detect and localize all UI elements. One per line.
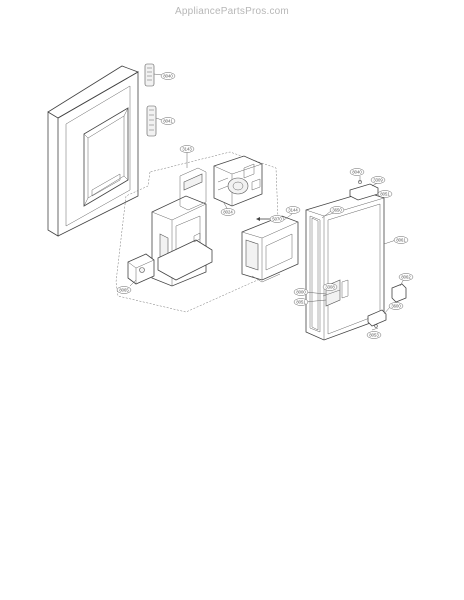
callout-8040b: 8040 <box>349 168 365 176</box>
svg-text:8040: 8040 <box>352 170 362 175</box>
callout-3144: 3144 <box>285 206 301 214</box>
auger-motor-assembly <box>213 155 263 207</box>
svg-text:8065: 8065 <box>119 288 129 293</box>
callout-3309: 3309 <box>370 176 386 184</box>
callout-8051: 8051 <box>293 298 309 306</box>
callout-8053: 8053 <box>366 331 382 339</box>
ice-chute-funnel <box>241 215 299 283</box>
svg-text:3308: 3308 <box>325 285 335 290</box>
dispenser-door-panel <box>305 176 407 341</box>
svg-text:8024: 8024 <box>223 210 233 215</box>
svg-text:8061: 8061 <box>396 238 406 243</box>
callout-3308: 3308 <box>322 283 338 291</box>
callout-8065: 8065 <box>116 286 132 294</box>
svg-text:3309: 3309 <box>373 178 383 183</box>
svg-text:8051: 8051 <box>380 192 390 197</box>
callout-3143: 3143 <box>179 145 195 153</box>
callout-8000: 8000 <box>293 288 309 296</box>
svg-text:8051: 8051 <box>296 300 306 305</box>
svg-text:3600: 3600 <box>391 304 401 309</box>
svg-text:8062: 8062 <box>401 275 411 280</box>
callout-8024: 8024 <box>220 208 236 216</box>
svg-text:5070: 5070 <box>272 217 282 222</box>
svg-text:8053: 8053 <box>369 333 379 338</box>
solenoid-bracket <box>127 253 155 285</box>
callout-8062: 8062 <box>398 273 414 281</box>
svg-text:3650: 3650 <box>332 208 342 213</box>
svg-text:3144: 3144 <box>288 208 298 213</box>
svg-text:8040: 8040 <box>163 74 173 79</box>
hinge-cap-upper <box>144 63 155 87</box>
dispenser-housing <box>151 167 213 287</box>
svg-text:8000: 8000 <box>296 290 306 295</box>
callout-8061: 8061 <box>393 236 409 244</box>
callout-3600: 3600 <box>388 302 404 310</box>
svg-text:3143: 3143 <box>182 147 192 152</box>
arrow-head <box>256 217 260 221</box>
svg-text:8041: 8041 <box>163 119 173 124</box>
callout-8051b: 8051 <box>377 190 393 198</box>
hinge-cap-lower <box>146 105 157 137</box>
callout-8041: 8041 <box>160 117 176 125</box>
callout-3650: 3650 <box>329 206 345 214</box>
callout-8040: 8040 <box>160 72 176 80</box>
callout-5070: 5070 <box>269 215 285 223</box>
refrigerator-door <box>47 65 139 237</box>
watermark-text: AppliancePartsPros.com <box>175 6 289 17</box>
